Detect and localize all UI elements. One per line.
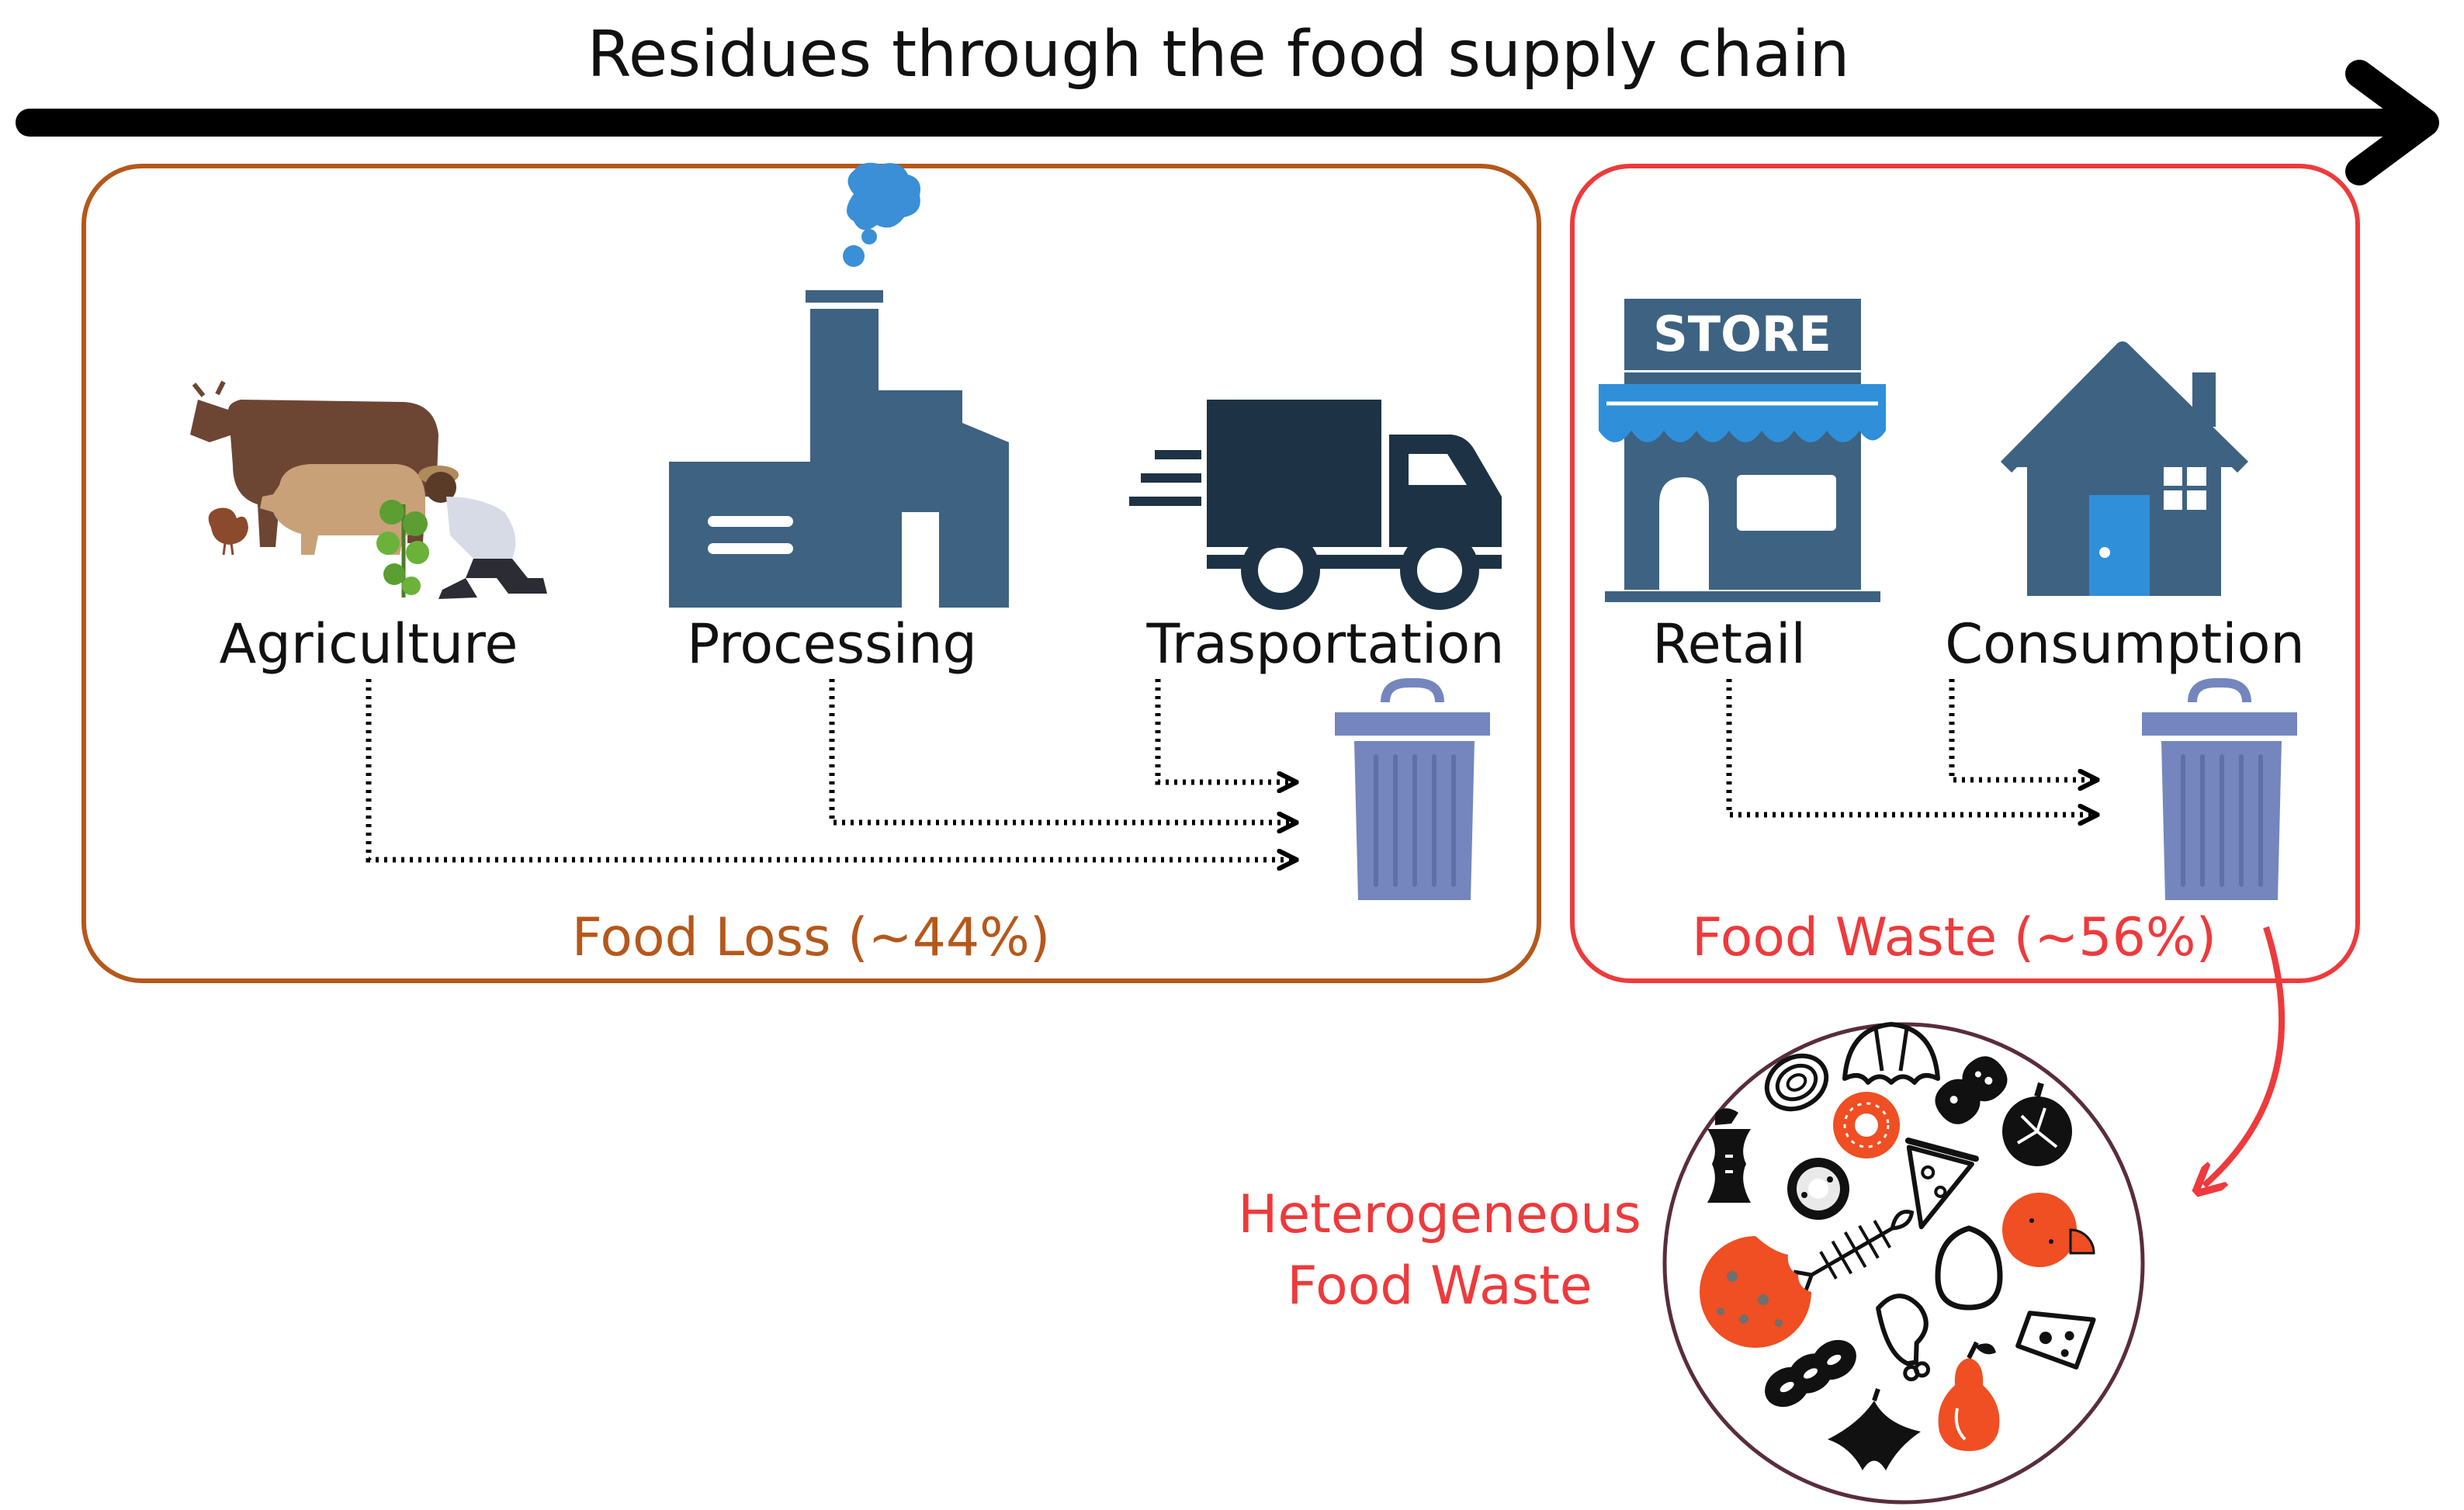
diagram-title: Residues through the food supply chain: [587, 18, 1850, 92]
trash-bin-icon: [2142, 678, 2297, 900]
peanut-icon: [1935, 1056, 2008, 1124]
residue-flow-lines: [366, 679, 2095, 860]
cheese-icon: [2015, 1311, 2096, 1370]
store-sign: STORE: [1653, 306, 1832, 362]
supply-chain-arrow: [16, 60, 2439, 185]
onion-icon: [1764, 1053, 1829, 1112]
banana-peel-icon: [1828, 1388, 1921, 1470]
heterogeneous-line-2: Food Waste: [1287, 1255, 1592, 1318]
food-waste-circle: [1662, 1022, 2145, 1505]
heterogeneous-line-1: Heterogeneous: [1238, 1184, 1641, 1245]
waste-curve-arrow: [2204, 926, 2286, 1186]
processing-to-bin-line: [829, 679, 1294, 823]
egg-icon: [1935, 1225, 2003, 1311]
retail-to-bin-line: [1726, 679, 2095, 815]
agriculture-to-bin-line: [366, 679, 1294, 860]
durian-icon: [2002, 1082, 2072, 1166]
stage-label-processing: Processing: [687, 612, 977, 676]
pizza-slice-icon: [1904, 1137, 1979, 1230]
apple-core-icon: [1707, 1108, 1751, 1203]
pear-icon: [1938, 1341, 2000, 1451]
stage-label-agriculture: Agriculture: [219, 612, 518, 676]
transportation-to-bin-line: [1155, 679, 1294, 782]
fish-bone-icon: [1793, 1210, 1915, 1293]
food-waste-box: [1570, 164, 2360, 983]
chicken-leg-icon: [1876, 1294, 1931, 1382]
food-loss-label: Food Loss (~44%): [571, 907, 1051, 968]
heterogeneous-food-waste-label: Heterogeneous Food Waste: [1238, 1179, 1641, 1323]
truck-icon: [1129, 400, 1502, 610]
consumption-to-bin-line: [1949, 679, 2095, 780]
farm-animals-farmer-icon: [190, 380, 547, 599]
store-icon: STORE: [1599, 299, 1886, 602]
donut-icon: [1833, 1092, 1900, 1158]
croissant-icon: [1842, 1022, 1940, 1085]
stage-label-transportation: Trasportation: [1146, 612, 1505, 676]
food-waste-label: Food Waste (~56%): [1692, 907, 2216, 968]
stage-label-retail: Retail: [1652, 612, 1806, 676]
food-loss-box: [81, 164, 1541, 983]
factory-icon: [669, 162, 1009, 608]
orange-icon: [2002, 1193, 2095, 1267]
sliced-donut-icon: [1787, 1158, 1849, 1220]
stage-label-consumption: Consumption: [1945, 612, 2305, 676]
soybean-icon: [1765, 1339, 1856, 1408]
cookie-icon: [1700, 1236, 1811, 1348]
trash-bin-icon: [1335, 678, 1490, 900]
house-icon: [2000, 341, 2249, 596]
